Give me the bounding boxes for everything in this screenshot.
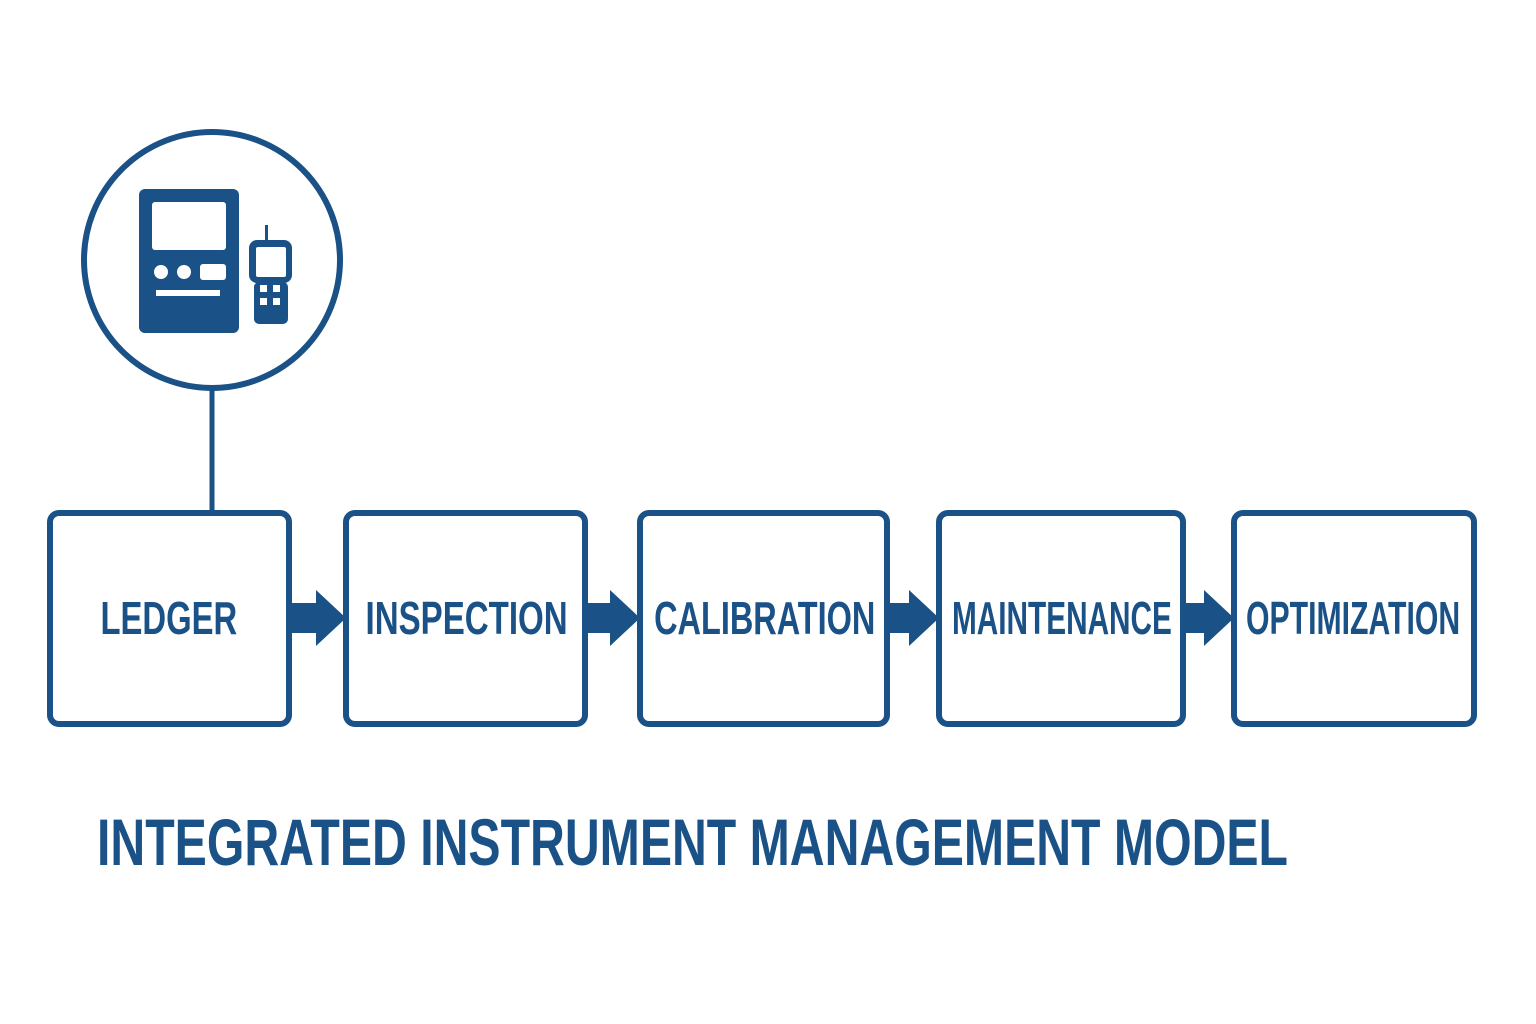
arrow-icon: [887, 590, 939, 646]
instrument-devices-icon: [81, 129, 343, 391]
stage-box-inspection: [343, 510, 588, 727]
arrow-icon: [1183, 590, 1234, 646]
stage-box-calibration: [637, 510, 890, 727]
stage-box-ledger: [47, 510, 292, 727]
arrow-icon: [289, 590, 346, 646]
stage-box-optimization: [1231, 510, 1477, 727]
arrow-icon: [585, 590, 640, 646]
diagram-title: INTEGRATED INSTRUMENT MANAGEMENT MODEL: [97, 805, 1288, 879]
stage-box-maintenance: [936, 510, 1186, 727]
